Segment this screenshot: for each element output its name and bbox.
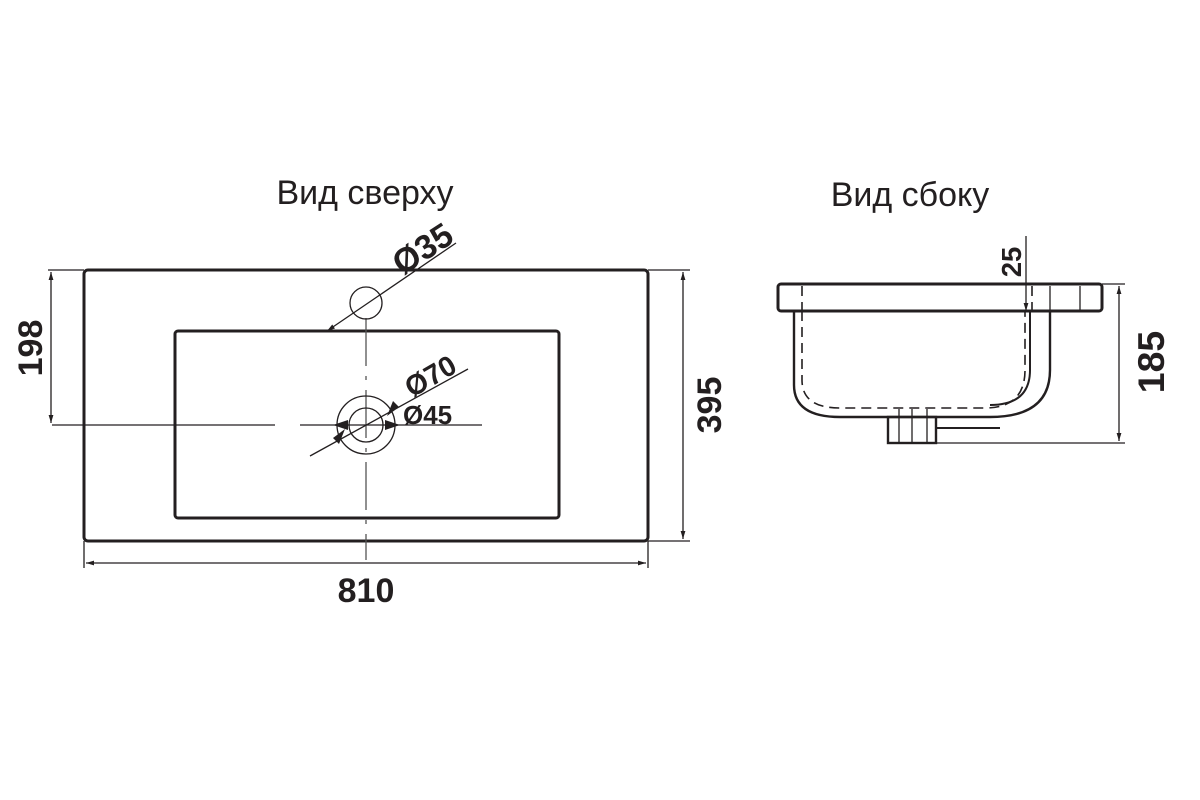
width-dimension: 810 [338, 572, 395, 610]
drain-outer-dimension: Ø70 [400, 349, 463, 404]
faucet-hole-dimension: Ø35 [386, 216, 461, 283]
side-bowl-hidden [801, 311, 1026, 409]
rim-thickness-dimension: 25 [996, 247, 1027, 278]
side-bowl-inner-wall [989, 311, 1031, 406]
faucet-hole [349, 286, 383, 320]
side-view-title: Вид сбоку [831, 176, 990, 214]
drain-offset-dimension: 198 [12, 320, 50, 377]
drain-inner-dimension: Ø45 [403, 400, 452, 430]
drain-inner-arrow-2 [385, 420, 400, 430]
drain-outer-arrow-2 [387, 401, 399, 416]
top-view: Вид сверху Ø35 Ø70 Ø45 198 395 [12, 174, 729, 610]
drain-inner-circle [348, 407, 384, 443]
depth-dimension: 395 [691, 377, 729, 434]
side-rim [776, 282, 1104, 313]
height-dimension: 185 [1130, 331, 1172, 393]
drain-outer-arrow-1 [333, 429, 345, 444]
drain-inner-arrow-1 [333, 420, 348, 430]
top-view-title: Вид сверху [276, 174, 453, 212]
side-view: Вид сбоку 25 185 [776, 176, 1172, 445]
faucet-hole-leader [326, 242, 457, 332]
side-bowl-outer [792, 311, 1052, 419]
